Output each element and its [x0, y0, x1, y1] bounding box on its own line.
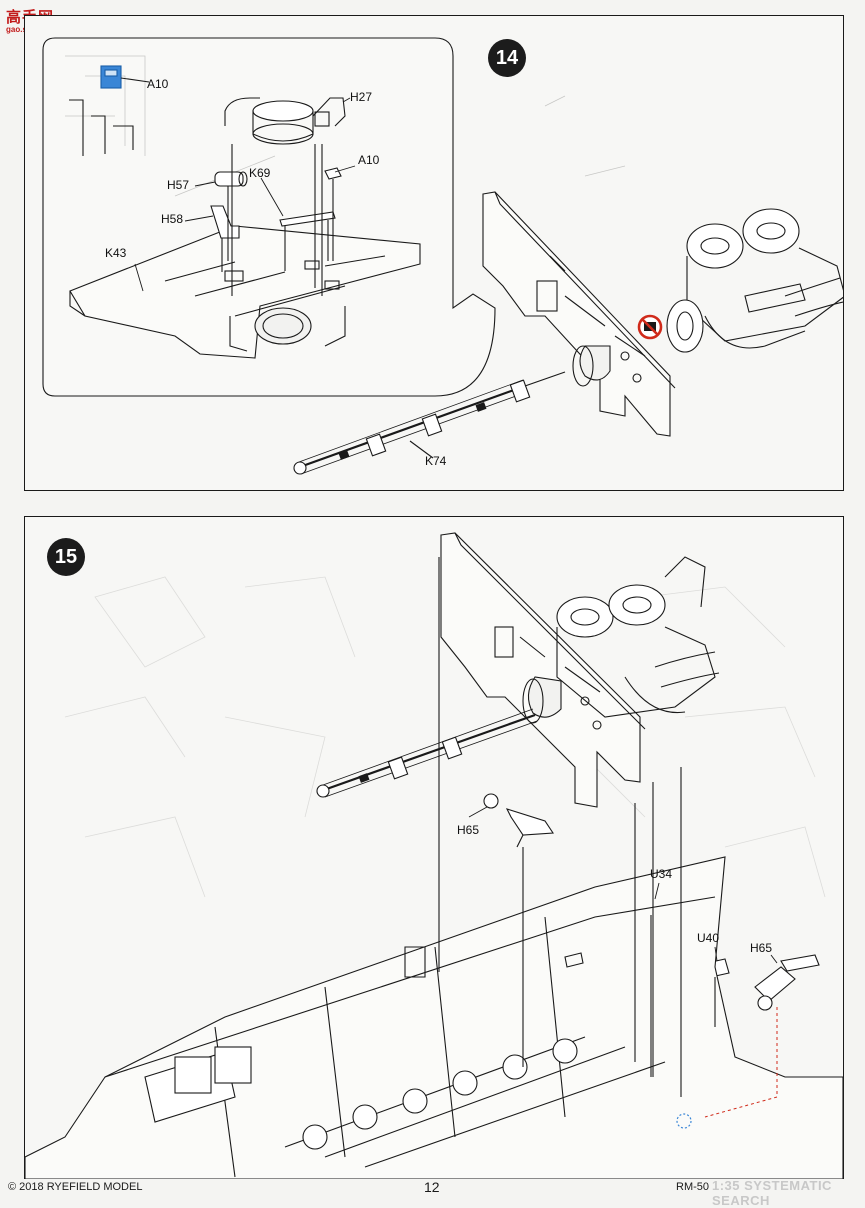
part-label-a10-mid: A10	[358, 153, 380, 167]
copyright-text: © 2018 RYEFIELD MODEL	[8, 1181, 143, 1193]
step-14-illustration	[42, 37, 843, 475]
step-number-badge: 14	[488, 39, 526, 77]
part-label-u40: U40	[697, 931, 720, 945]
step-14-panel: 14 A10 H27 A10 H57 K69 H58 K43 K74	[24, 15, 844, 491]
part-label-k43: K43	[105, 246, 127, 260]
part-label-u34: U34	[650, 867, 673, 881]
part-label-k69: K69	[249, 166, 271, 180]
step-number-badge: 15	[47, 538, 85, 576]
product-code: RM-50	[676, 1181, 710, 1193]
part-label-h65-right: H65	[750, 941, 773, 955]
page-number: 12	[424, 1179, 440, 1195]
part-label-h58: H58	[161, 212, 184, 226]
page-footer: © 2018 RYEFIELD MODEL 12 RM-50 1:35 SYST…	[0, 1178, 865, 1208]
step-15-panel: 15 H65 U34 U40 H65	[24, 516, 844, 1179]
no-glue-icon	[637, 314, 663, 340]
part-label-h27: H27	[350, 90, 373, 104]
part-label-k74: K74	[425, 454, 447, 468]
step-15-illustration	[25, 532, 843, 1179]
part-label-a10: A10	[147, 77, 169, 91]
part-label-h57: H57	[167, 178, 190, 192]
part-label-h65-left: H65	[457, 823, 480, 837]
brand-watermark: 1:35 SYSTEMATIC SEARCH	[712, 1178, 832, 1208]
